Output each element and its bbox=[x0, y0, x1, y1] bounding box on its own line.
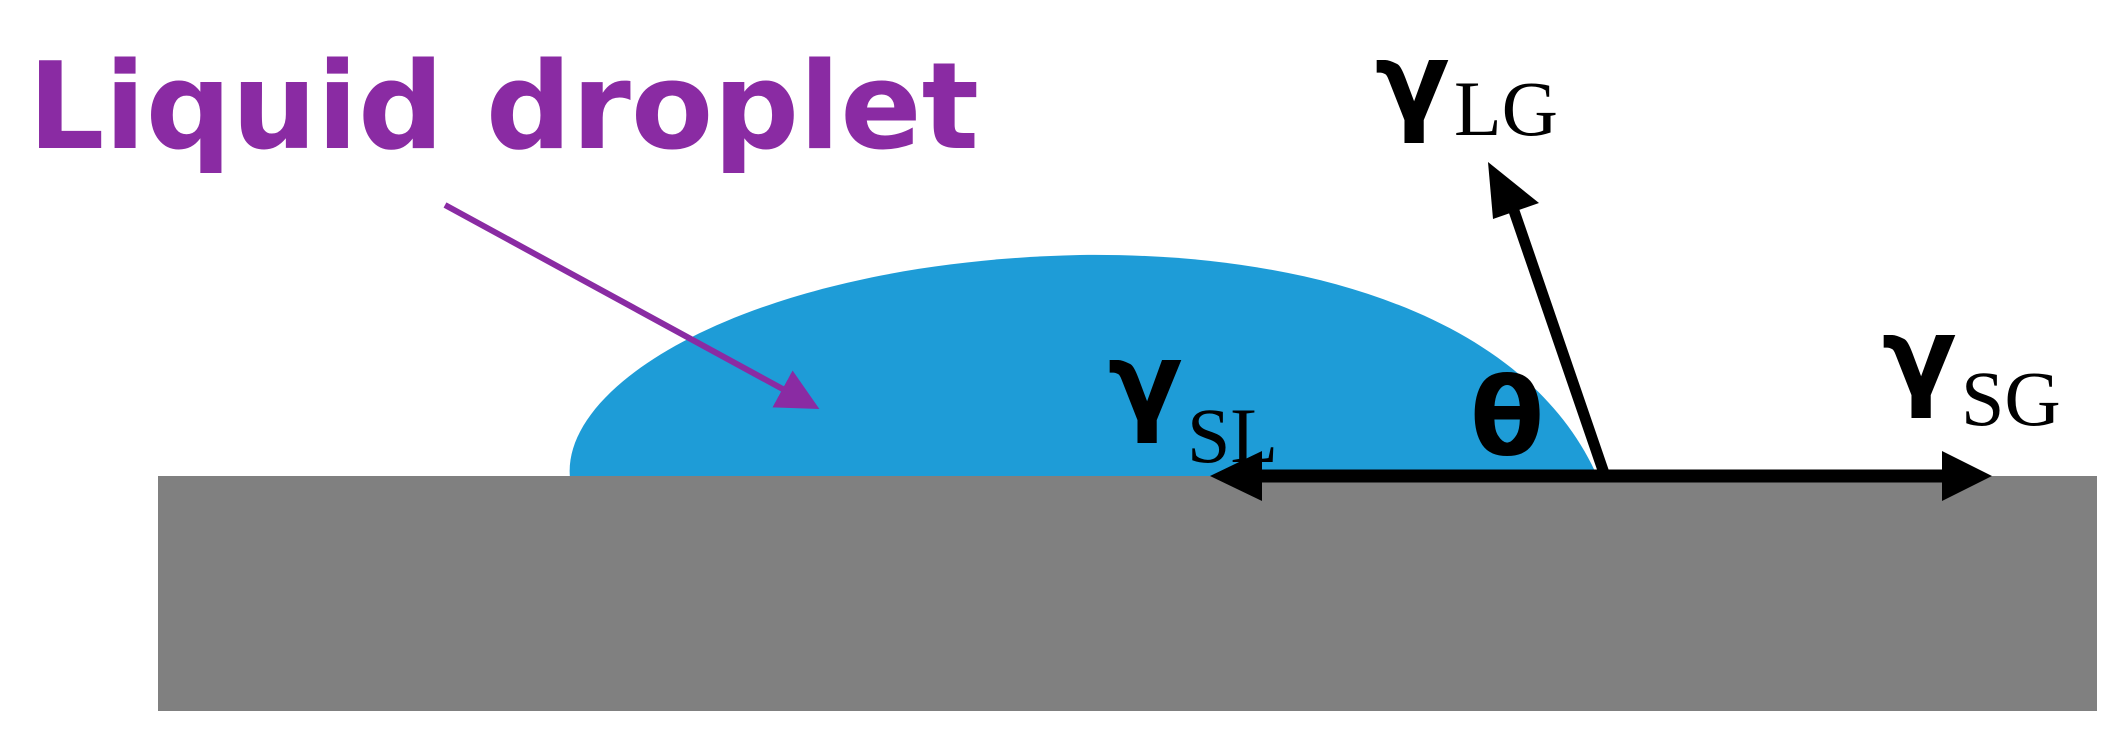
contact-angle-label: θ bbox=[1470, 356, 1544, 481]
liquid-droplet bbox=[569, 254, 1599, 478]
gamma-sg-arrowhead bbox=[1942, 451, 1992, 501]
gamma-sl-label: γSL bbox=[1108, 318, 1278, 479]
solid-substrate bbox=[158, 476, 2097, 711]
gamma-lg-arrowhead bbox=[1488, 162, 1539, 219]
gamma-sg-label: γSG bbox=[1882, 293, 2061, 442]
gamma-lg-label: γLG bbox=[1375, 18, 1558, 152]
gamma-sl-arrowhead bbox=[1210, 451, 1262, 501]
droplet-title: Liquid droplet bbox=[28, 38, 979, 177]
droplet-pointer-arrow bbox=[443, 202, 820, 410]
gamma-lg-vector bbox=[1506, 203, 1611, 478]
